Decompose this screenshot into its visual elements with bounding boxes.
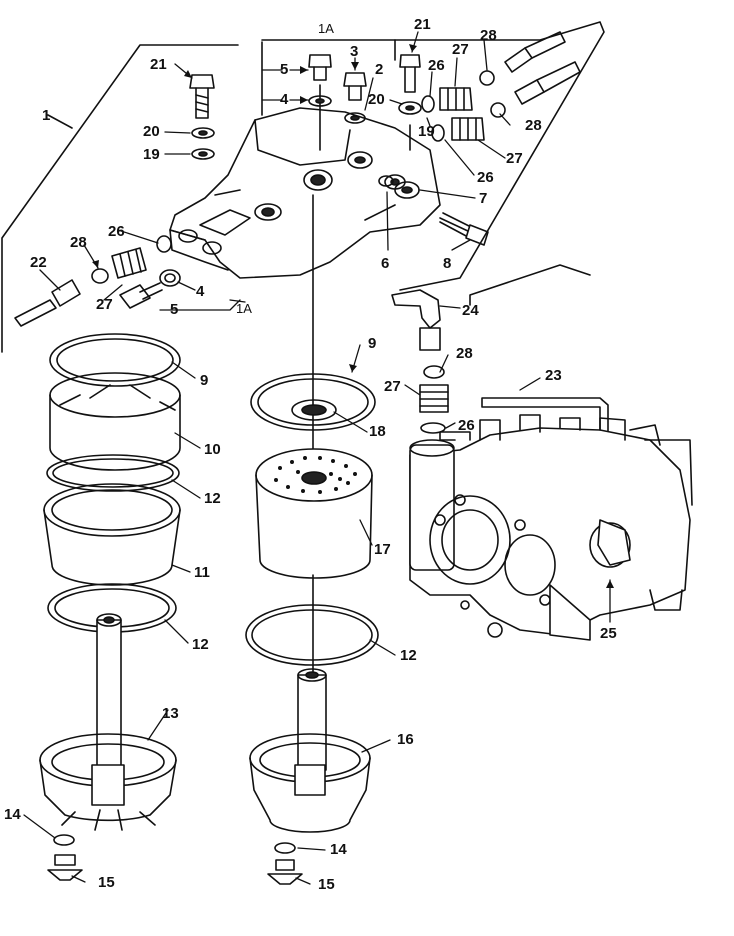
callout-21-left: 21 (150, 56, 167, 73)
filter-head-casting (169, 84, 441, 279)
callout-3: 3 (350, 43, 359, 60)
callout-19-left: 19 (143, 146, 160, 163)
callout-27-left: 27 (96, 296, 113, 313)
callout-18: 18 (369, 423, 386, 440)
callout-27-mid-right: 27 (506, 150, 523, 167)
callout-7: 7 (479, 190, 488, 207)
callout-28-mid-right: 28 (525, 117, 542, 134)
callout-26-top-right: 26 (428, 57, 445, 74)
callout-16: 16 (397, 731, 414, 748)
callout-6: 6 (381, 255, 390, 272)
callout-28-pump: 28 (456, 345, 473, 362)
callout-17: 17 (374, 541, 391, 558)
callout-15-left: 15 (98, 874, 115, 891)
callout-14-center: 14 (330, 841, 347, 858)
callout-8: 8 (443, 255, 452, 272)
callout-28-left: 28 (70, 234, 87, 251)
callout-21-right: 21 (414, 16, 431, 33)
top-bolts-and-washers (189, 54, 489, 246)
callout-9-left: 9 (200, 372, 209, 389)
callout-14-left: 14 (4, 806, 21, 823)
left-filter-stack (39, 333, 181, 881)
upper-right-fittings (394, 21, 605, 291)
callout-26-left: 26 (108, 223, 125, 240)
injection-pump (391, 264, 693, 641)
callout-12-center: 12 (400, 647, 417, 664)
leader-arrowheads (92, 44, 614, 588)
callout-23: 23 (545, 367, 562, 384)
callout-12-upper-left: 12 (204, 490, 221, 507)
callout-24: 24 (462, 302, 479, 319)
left-fittings (14, 235, 181, 327)
callout-1: 1 (42, 107, 51, 124)
callout-4-bottom: 4 (196, 283, 205, 300)
callout-25: 25 (600, 625, 617, 642)
callout-26-mid-right: 26 (477, 169, 494, 186)
assembly-bracket-lines (1, 39, 396, 353)
callout-15-center: 15 (318, 876, 335, 893)
callout-13: 13 (162, 705, 179, 722)
callout-5-bottom: 5 (170, 301, 179, 318)
callout-2: 2 (375, 61, 384, 78)
callout-22: 22 (30, 254, 47, 271)
callout-4-top: 4 (280, 91, 289, 108)
callout-1a-top: 1A (318, 21, 334, 36)
callout-19-right: 19 (418, 123, 435, 140)
callout-11: 11 (194, 564, 210, 581)
callout-9-center: 9 (368, 335, 377, 352)
callout-28-top-right: 28 (480, 27, 497, 44)
callout-27-pump: 27 (384, 378, 401, 395)
callout-26-pump: 26 (458, 417, 475, 434)
center-filter-stack (245, 194, 379, 885)
callout-20-left: 20 (143, 123, 160, 140)
callout-20-right: 20 (368, 91, 385, 108)
callout-27-top-right: 27 (452, 41, 469, 58)
callout-5-top: 5 (280, 61, 289, 78)
callout-12-lower-left: 12 (192, 636, 209, 653)
callout-1a-bottom: 1A (236, 301, 252, 316)
callout-10: 10 (204, 441, 221, 458)
